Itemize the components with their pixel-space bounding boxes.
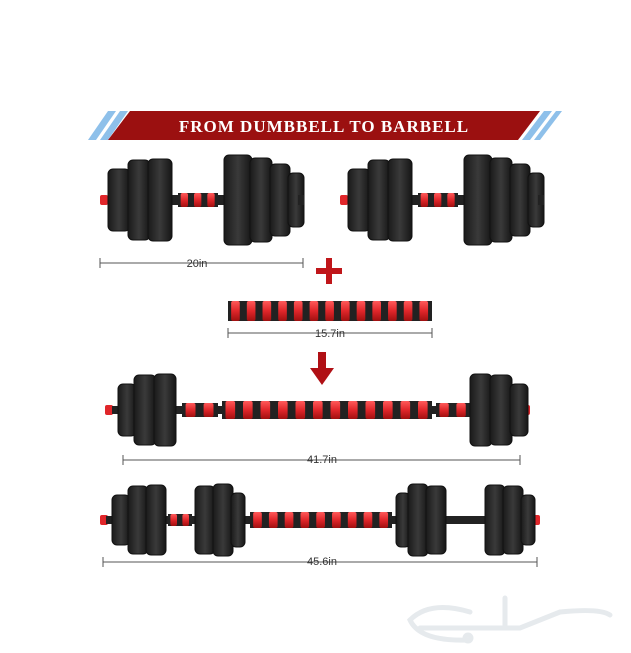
banner-stripe-left-2 — [100, 111, 128, 140]
barbell-long-grip-band — [268, 512, 278, 528]
banner-title: FROM DUMBBELL TO BARBELL — [179, 117, 469, 136]
barbell-long-grip-band — [300, 512, 310, 528]
barbell-long-grip-band — [363, 512, 373, 528]
dumbbell-2-handle-band — [434, 193, 442, 207]
barbell-short-grip — [222, 401, 432, 419]
barbell-long-plate — [111, 494, 131, 546]
barbell-short-grip-band — [330, 401, 341, 419]
dumbbell-1-plate — [249, 157, 273, 243]
dumbbell-1-plate — [223, 154, 253, 246]
barbell-short-length-label: 41.7in — [307, 454, 337, 466]
barbell-long-grip-band — [332, 512, 341, 528]
connector-tube-band — [293, 301, 303, 321]
connector-tube-band — [262, 301, 272, 321]
banner-stripe-left — [88, 111, 116, 140]
barbell-long-grip-band — [347, 512, 357, 528]
barbell-long-grip-band — [379, 512, 389, 528]
barbell-short-endcap — [105, 405, 113, 415]
barbell-long-plate — [127, 485, 149, 555]
banner: FROM DUMBBELL TO BARBELL — [88, 111, 562, 140]
barbell-short-grip-band — [348, 401, 358, 419]
connector-tube-band — [419, 301, 429, 321]
banner-stripe-right-2 — [534, 111, 562, 140]
barbell-long-plate — [194, 485, 216, 555]
barbell-short-grip-band — [383, 401, 393, 419]
dumbbell-1-plate — [269, 163, 291, 237]
connector-tube-band — [246, 301, 256, 321]
barbell-short-grip-band — [313, 401, 323, 419]
dumbbell-2-endcap — [340, 195, 348, 205]
barbell-short-grip-band — [243, 401, 253, 419]
connector-tube-band — [356, 301, 366, 321]
dumbbell-2-handle-band — [447, 193, 455, 207]
barbell-short-plate — [153, 373, 177, 447]
barbell-long-collar-band — [170, 514, 177, 526]
dumbbell-2-plate — [347, 168, 371, 232]
dumbbell-1-plate — [147, 158, 173, 242]
barbell-short-plate — [133, 374, 157, 446]
barbell-short-plate — [509, 383, 529, 437]
connector-tube-band — [340, 301, 350, 321]
barbell-long-length-label: 45.6in — [307, 556, 337, 568]
dumbbell-1-endcap — [100, 195, 108, 205]
dumbbell-2-handle-band — [420, 193, 428, 207]
connector-tube-band — [231, 301, 240, 321]
barbell-long-plate — [145, 484, 167, 556]
banner-background — [108, 111, 540, 140]
barbell-short-collar-band — [185, 403, 196, 417]
connector-tube-band — [403, 301, 413, 321]
barbell-short-grip-band — [418, 401, 428, 419]
connector-tube-band — [309, 301, 319, 321]
banner-stripe-right — [522, 111, 552, 140]
barbell-short-collar-band — [439, 403, 449, 417]
dumbbell-2-plate — [387, 158, 413, 242]
barbell-short-grip-band — [295, 401, 306, 419]
arrow-down-icon — [310, 352, 334, 385]
connector-tube-band — [278, 301, 287, 321]
plus-icon — [316, 258, 342, 284]
barbell-long-plate — [230, 492, 246, 548]
barbell-long-plate — [425, 485, 447, 555]
dumbbell-1-plate — [107, 168, 131, 232]
barbell-short-plate — [117, 383, 137, 437]
barbell-long-grip-band — [284, 512, 294, 528]
barbell-short-grip-band — [278, 401, 288, 419]
barbell-long-plate — [484, 484, 506, 556]
dumbbell-2-plate — [489, 157, 513, 243]
connector-length-label: 15.7in — [315, 328, 345, 340]
barbell-long-plate — [520, 494, 536, 546]
barbell-long-collar-band — [182, 514, 189, 526]
barbell-short-grip-band — [260, 401, 271, 419]
dumbbell-2-plate — [509, 163, 531, 237]
dumbbell-length-label: 20in — [187, 258, 208, 270]
watermark-logo — [407, 595, 613, 644]
barbell-short-grip-band — [365, 401, 376, 419]
connector-tube-band — [325, 301, 334, 321]
dumbbell-1-handle-band — [207, 193, 215, 207]
dumbbell-2-plate — [463, 154, 493, 246]
barbell-long-plate — [502, 485, 524, 555]
dumbbell-1-handle-band — [180, 193, 188, 207]
barbell-long-plate — [212, 483, 234, 557]
barbell-short-plate — [469, 373, 493, 447]
dumbbell-2-endcap — [538, 195, 544, 205]
barbell-long-plate — [407, 483, 429, 557]
barbell-long-grip-band — [253, 512, 262, 528]
barbell-short-collar-band — [203, 403, 214, 417]
dumbbell-1-plate — [127, 159, 151, 241]
barbell-short-collar-band — [456, 403, 466, 417]
barbell-short-grip-band — [225, 401, 236, 419]
connector-tube-band — [372, 301, 381, 321]
dumbbell-1-handle-band — [194, 193, 202, 207]
dumbbell-1-endcap — [298, 195, 304, 205]
barbell-short-plate — [489, 374, 513, 446]
dumbbell-2-plate — [367, 159, 391, 241]
connector-tube-band — [388, 301, 397, 321]
barbell-long-grip-band — [316, 512, 325, 528]
barbell-short-grip-band — [400, 401, 411, 419]
